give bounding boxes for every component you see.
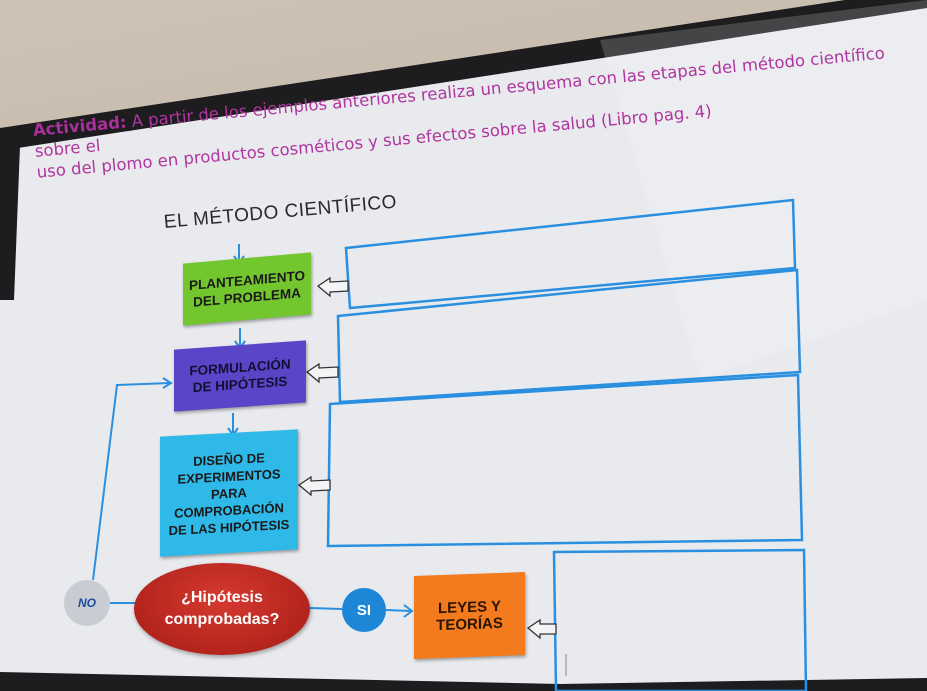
answer-box-3 bbox=[326, 373, 804, 548]
stage-planteamiento-del-problema: PLANTEAMIENTO DEL PROBLEMA bbox=[183, 252, 311, 326]
stage-diseno-de-experimentos: DISEÑO DE EXPERIMENTOS PARA COMPROBACIÓN… bbox=[160, 429, 298, 557]
si-circle: SI bbox=[342, 588, 386, 632]
hollow-arrows bbox=[297, 276, 557, 640]
hollow-arrow-2 bbox=[305, 362, 339, 384]
screen-glare bbox=[600, 0, 927, 380]
hollow-arrow-1 bbox=[316, 276, 349, 298]
hollow-arrow-3 bbox=[297, 475, 331, 497]
answer-box-1 bbox=[344, 198, 797, 310]
answer-box-4 bbox=[552, 548, 808, 691]
stage-label: FORMULACIÓN DE HIPÓTESIS bbox=[189, 356, 291, 396]
stage-label: PLANTEAMIENTO DEL PROBLEMA bbox=[188, 267, 305, 310]
stage-leyes-y-teorias: LEYES Y TEORÍAS bbox=[414, 572, 525, 659]
si-path-arrow bbox=[309, 604, 414, 618]
decision-label: ¿Hipótesis comprobadas? bbox=[164, 589, 280, 628]
stage-label: DISEÑO DE EXPERIMENTOS PARA COMPROBACIÓN… bbox=[168, 449, 290, 538]
stage-formulacion-de-hipotesis: FORMULACIÓN DE HIPÓTESIS bbox=[174, 340, 306, 412]
hollow-arrow-4 bbox=[526, 618, 557, 640]
decision-hipotesis-comprobadas: ¿Hipótesis comprobadas? bbox=[134, 563, 310, 655]
no-circle: NO bbox=[64, 580, 110, 626]
left-bezel bbox=[0, 140, 20, 300]
answer-box-2 bbox=[336, 268, 802, 404]
top-bezel bbox=[0, 0, 927, 150]
stage-label: LEYES Y TEORÍAS bbox=[436, 597, 503, 634]
no-loop-arrow bbox=[92, 377, 173, 604]
bottom-bezel bbox=[0, 672, 927, 691]
